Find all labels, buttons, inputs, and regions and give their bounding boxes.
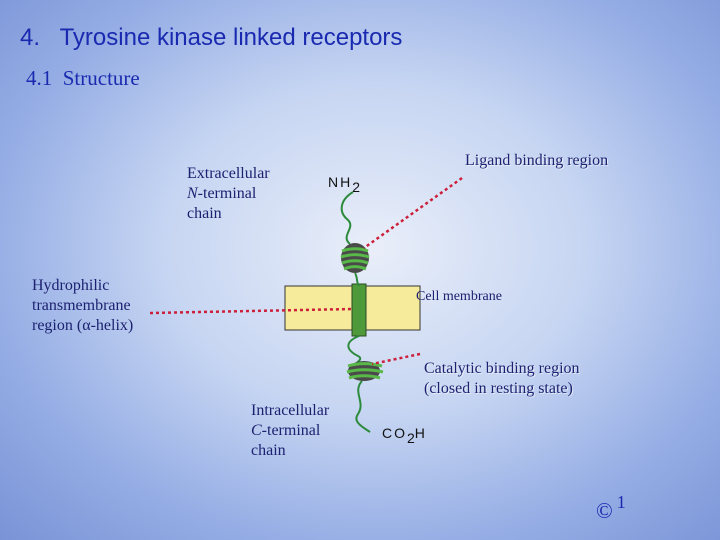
catalytic-line2: (closed in resting state) [424,380,573,397]
hydrophilic-label: Hydrophilic transmembrane region (α-heli… [32,276,133,336]
intracellular-label: Intracellular C-terminal chain [251,401,329,461]
h-text: H [414,425,425,441]
ligand-binding-label: Ligand binding region [465,152,609,169]
ligand-binding-coils [340,247,370,271]
catalytic-label: Catalytic binding region (closed in rest… [424,359,580,399]
extracellular-label: Extracellular N-terminal chain [187,164,270,224]
co2h-subscript: 2 [407,430,415,446]
c-letter: C [251,422,262,439]
footnote-number: 1 [616,492,626,512]
extracellular-line3: chain [187,205,222,222]
helix-text: -helix) [90,317,134,334]
copyright-symbol: © [596,498,613,523]
transmembrane-helix [351,283,367,337]
slide-subtitle: 4.1 Structure [26,66,140,90]
hydrophilic-pointer [149,307,353,315]
extracellular-line2: N-terminal [187,184,270,204]
catalytic-coils [346,362,384,380]
intracellular-line3: chain [251,442,286,459]
intracellular-line1: Intracellular [251,402,330,419]
hydrophilic-line3: region (α-helix) [32,316,133,336]
hydrophilic-line1: Hydrophilic [32,277,110,294]
co2h-label: CO2H [382,425,425,446]
copyright-mark: ©1 [596,492,626,524]
c-terminal-text: -terminal [261,422,321,439]
nh2-subscript: 2 [352,179,361,195]
region-text: region ( [32,317,83,334]
catalytic-pointer [371,352,421,366]
extracellular-line1: Extracellular [187,165,270,182]
slide-title: 4. Tyrosine kinase linked receptors [20,24,403,51]
co-text: CO [382,425,407,441]
n-letter: N [187,185,198,202]
n-terminal-text: -terminal [197,185,257,202]
chain-to-helix [354,272,360,287]
intracellular-chain-lower [355,380,371,433]
hydrophilic-line2: transmembrane [32,297,131,314]
nh2-label: NH2 [328,174,360,195]
cell-membrane-label: Cell membrane [416,289,502,304]
nh2-text: NH [328,174,353,190]
extracellular-chain [340,191,354,245]
intracellular-line2: C-terminal [251,421,329,441]
ligand-pointer [363,176,463,250]
alpha-symbol: α [82,317,91,334]
catalytic-line1: Catalytic binding region [424,360,580,377]
